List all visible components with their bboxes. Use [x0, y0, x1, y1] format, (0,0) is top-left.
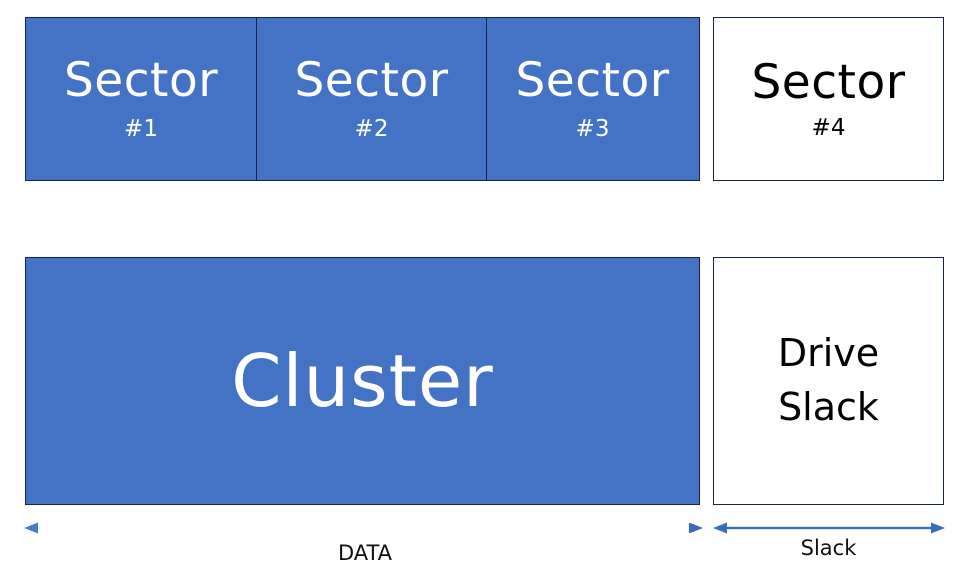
cluster-block-label: Cluster — [231, 339, 494, 423]
sector-block-1-number: #1 — [124, 115, 158, 142]
slack-measure-label: Slack — [800, 536, 857, 560]
sector-strip-filled: Sector #1 Sector #2 Sector #3 — [25, 17, 700, 181]
sector-block-1: Sector #1 — [26, 18, 256, 180]
sector-block-3: Sector #3 — [486, 18, 698, 180]
drive-slack-line-2: Slack — [778, 385, 879, 429]
sector-block-4: Sector #4 — [713, 17, 944, 181]
measurement-arrows — [24, 522, 945, 534]
sector-block-2-title: Sector — [294, 53, 449, 109]
drive-slack-block-label: Drive Slack — [778, 327, 879, 435]
sector-block-1-title: Sector — [63, 53, 219, 109]
sector-block-4-title: Sector — [751, 54, 906, 110]
slack-measure-arrow — [713, 522, 945, 534]
drive-slack-line-1: Drive — [777, 331, 880, 376]
sector-block-2: Sector #2 — [256, 18, 486, 180]
data-measure-arrow — [24, 522, 703, 534]
sector-block-4-number: #4 — [811, 115, 846, 142]
data-measure-label: DATA — [337, 541, 393, 565]
sector-block-2-number: #2 — [354, 115, 389, 142]
sector-block-3-title: Sector — [515, 53, 670, 109]
sector-block-3-number: #3 — [575, 115, 610, 142]
cluster-block: Cluster — [25, 257, 700, 505]
drive-slack-block: Drive Slack — [713, 257, 944, 505]
